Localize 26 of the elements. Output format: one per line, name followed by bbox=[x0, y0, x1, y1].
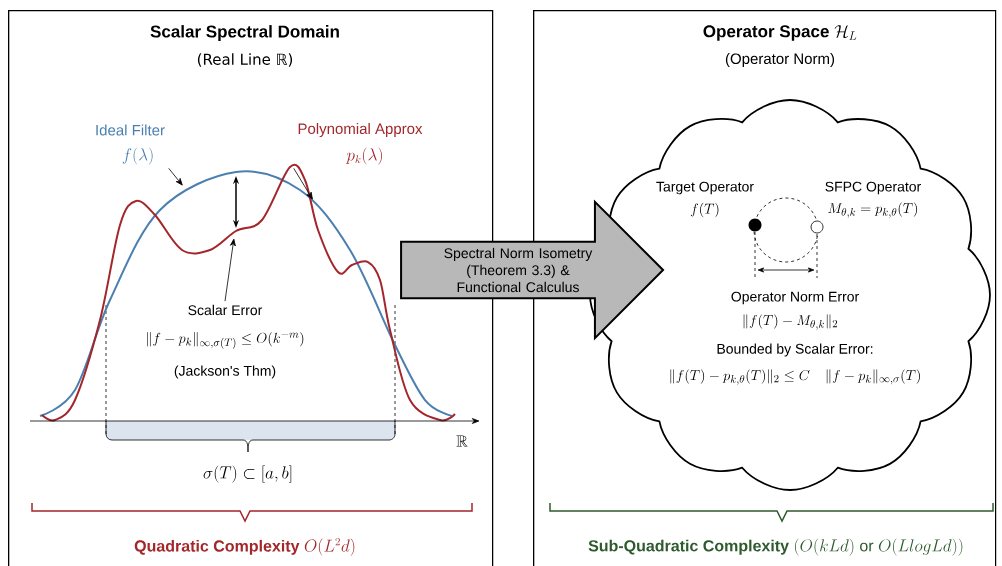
operator-label: SFPC Operator bbox=[825, 181, 921, 195]
error-formula: $\|f(T) - M_{\theta,k}\|_2$ bbox=[743, 314, 838, 330]
theorem-note: (Jackson's Thm) bbox=[174, 365, 276, 379]
panel-subtitle: (Real Line ℝ) bbox=[197, 53, 293, 67]
operator-label: Target Operator bbox=[656, 181, 754, 195]
complexity-label: Quadratic Complexity $O(L^2 d)$ bbox=[134, 537, 355, 556]
panel-subtitle: (Operator Norm) bbox=[725, 53, 835, 67]
curve-formula: $f(\lambda)$ bbox=[122, 147, 153, 165]
curve-label: Polynomial Approx bbox=[298, 123, 423, 137]
interval-formula: $\sigma(T) \subset [a,b]$ bbox=[203, 465, 292, 483]
panel-title: Scalar Spectral Domain bbox=[150, 25, 339, 41]
error-label: Operator Norm Error bbox=[731, 291, 859, 305]
curve-label: Ideal Filter bbox=[96, 124, 165, 136]
error-formula: $\|f - p_k\|_{\infty,\sigma(T)} \leq O(k^{-m})$ bbox=[147, 332, 304, 349]
operator-formula: $f(T)$ bbox=[690, 202, 719, 218]
error-label: Scalar Error bbox=[188, 304, 263, 316]
operator-formula: $M_{\theta,k} = p_{k,\theta}(T)$ bbox=[828, 202, 918, 218]
leader-arrow bbox=[293, 167, 313, 200]
panel-title: Operator Space $\mathcal{H}_L$ bbox=[703, 25, 857, 41]
complexity-label: Sub-Quadratic Complexity $(O(kLd)\ \mathrm{or}\ O(LlogLd))$ bbox=[588, 538, 963, 556]
curve-formula: $p_k(\lambda)$ bbox=[345, 147, 382, 165]
bound-formula: $\|f(T) - p_{k,\theta}(T)\|_2 \leq C \quad \|f - p_k\|_{\infty,\sigma}(T)$ bbox=[670, 369, 920, 385]
axis-label: $\mathbb{R}$ bbox=[456, 435, 468, 447]
leader-arrow bbox=[224, 238, 236, 302]
leader-arrow bbox=[168, 167, 183, 186]
bound-label: Bounded by Scalar Error: bbox=[717, 343, 873, 357]
